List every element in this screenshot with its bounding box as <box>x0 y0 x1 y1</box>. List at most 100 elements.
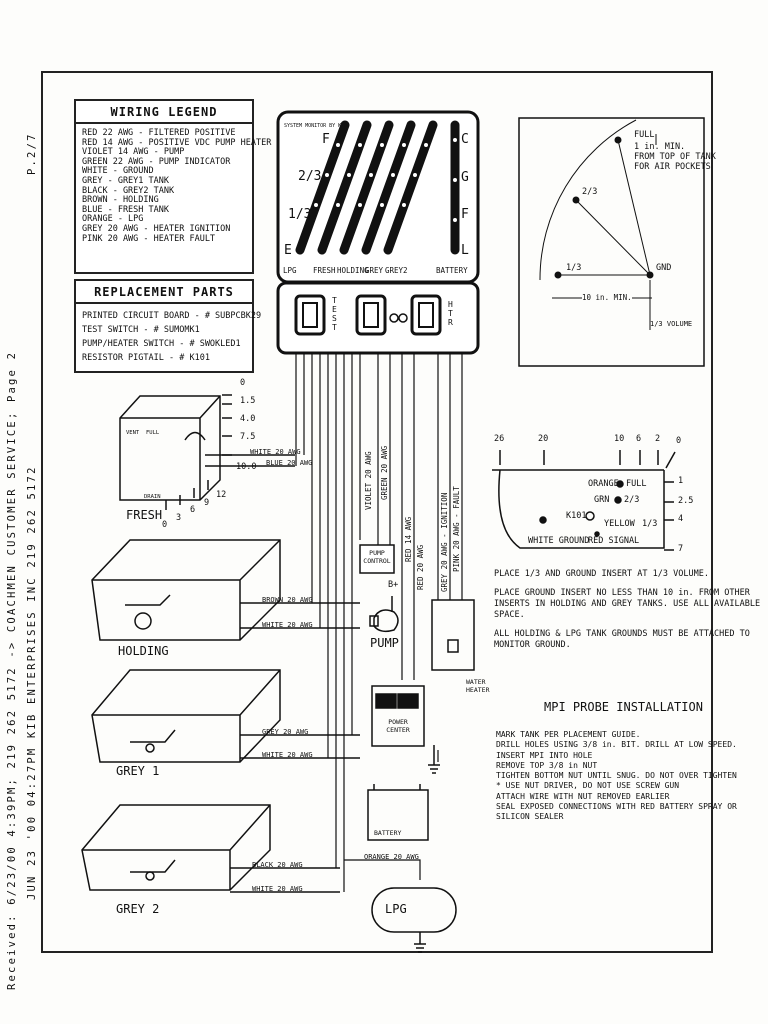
section-k101: K101 <box>566 511 587 521</box>
legend-line: PINK 20 AWG - HEATER FAULT <box>82 233 216 244</box>
section-scale-0: 0 <box>676 436 682 446</box>
section-white-ground: WHITE GROUND <box>528 536 590 546</box>
tank-section-drawing <box>492 450 676 551</box>
section-side-4: 4 <box>678 514 684 524</box>
lpg-label: LPG <box>385 902 407 916</box>
section-scale-20: 20 <box>538 434 549 444</box>
power-center-box <box>371 685 440 774</box>
section-scale-10: 10 <box>614 434 625 444</box>
fresh-wire-blue: BLUE 20 AWG <box>266 459 313 467</box>
fresh-tank-drawing <box>119 394 295 510</box>
placement-note: INSERTS IN HOLDING AND GREY TANKS. USE A… <box>494 599 761 609</box>
installation-step: TIGHTEN BOTTOM NUT UNTIL SNUG. DO NOT OV… <box>496 771 737 781</box>
probe-volume: 1/3 VOLUME <box>650 320 693 328</box>
section-side-7: 7 <box>678 544 684 554</box>
pump-label: PUMP <box>370 636 399 650</box>
fresh-scale-0: 0 <box>240 378 246 388</box>
svg-text:SYSTEM MONITOR BY KIB: SYSTEM MONITOR BY KIB <box>284 123 347 129</box>
battery-label: BATTERY <box>374 829 402 837</box>
installation-step: ATTACH WIRE WITH NUT REMOVED EARLIER <box>496 791 670 801</box>
section-red-signal: RED SIGNAL <box>588 536 640 546</box>
installation-step: SEAL EXPOSED CONNECTIONS WITH RED BATTER… <box>496 802 737 812</box>
probe-full-label: FULL <box>634 130 655 140</box>
replacement-parts-title: REPLACEMENT PARTS <box>76 281 252 304</box>
scale-2-3: 2/3 <box>298 169 322 184</box>
fresh-bottom-12: 12 <box>216 490 227 500</box>
holding-tank-drawing <box>91 539 360 641</box>
installation-title: MPI PROBE INSTALLATION <box>544 700 703 714</box>
wiring-legend: WIRING LEGEND RED 22 AWG - FILTERED POSI… <box>74 99 272 274</box>
placement-note: SPACE. <box>494 610 525 620</box>
legend-line: BLUE - FRESH TANK <box>82 204 169 215</box>
column-label-battery: BATTERY <box>436 266 468 275</box>
scale-1-3: 1/3 <box>288 207 312 222</box>
diagram-frame <box>41 71 713 953</box>
grey1-tank-drawing <box>91 669 360 763</box>
section-yellow: YELLOW <box>604 519 635 529</box>
legend-line: GREEN 22 AWG - PUMP INDICATOR <box>82 156 231 167</box>
grey2-tank-drawing <box>81 804 340 893</box>
water-heater-box <box>431 599 475 671</box>
column-label-holding: HOLDING <box>337 266 369 275</box>
probe-note-3: FOR AIR POCKETS <box>634 162 711 172</box>
wire-bundle <box>295 353 463 892</box>
fresh-full-label: FULL <box>146 430 160 436</box>
column-label-lpg: LPG <box>283 266 297 275</box>
probe-min-distance: 10 in. MIN. <box>582 293 632 303</box>
installation-step: SILICON SEALER <box>496 812 564 822</box>
legend-line: GREY - GREY1 TANK <box>82 175 169 186</box>
parts-line: TEST SWITCH - # SUMOMK1 <box>82 325 200 335</box>
parts-line: PUMP/HEATER SWITCH - # SWOKLED1 <box>82 339 241 349</box>
section-side-1: 1 <box>678 476 684 486</box>
legend-line: RED 22 AWG - FILTERED POSITIVE <box>82 128 236 138</box>
pump-drawing <box>369 596 399 633</box>
holding-wire-white: WHITE 20 AWG <box>262 621 313 629</box>
scale-l: L <box>461 243 469 258</box>
legend-line: GREY 20 AWG - HEATER IGNITION <box>82 223 231 234</box>
installation-step: MARK TANK PER PLACEMENT GUIDE. <box>496 730 641 739</box>
column-label-fresh: FRESH <box>313 266 336 275</box>
power-center-label: POWER CENTER <box>386 718 410 734</box>
placement-note: PLACE 1/3 AND GROUND INSERT AT 1/3 VOLUM… <box>494 569 709 579</box>
grey1-wire-white: WHITE 20 AWG <box>262 751 313 759</box>
grey1-tank-label: GREY 1 <box>116 764 160 778</box>
installation-step: DRILL HOLES USING 3/8 in. BIT. DRILL AT … <box>496 740 737 750</box>
fresh-bottom-6: 6 <box>190 505 196 515</box>
pump-control-box <box>359 544 395 574</box>
water-heater-label: WATER HEATER <box>466 678 490 694</box>
grey2-tank-label: GREY 2 <box>116 902 160 916</box>
grey1-wire-grey: GREY 20 AWG <box>262 728 309 736</box>
scale-f-right: F <box>461 207 469 222</box>
replacement-parts: REPLACEMENT PARTS PRINTED CIRCUIT BOARD … <box>74 279 262 373</box>
legend-line: VIOLET 14 AWG - PUMP <box>82 147 185 158</box>
section-full: FULL <box>626 479 647 489</box>
fresh-wire-white: WHITE 20 AWG <box>250 448 301 456</box>
grey2-wire-white: WHITE 20 AWG <box>252 885 303 893</box>
wiring-legend-title: WIRING LEGEND <box>76 101 252 124</box>
orange-wire-label: ORANGE 20 AWG <box>364 853 419 861</box>
lpg-tank-drawing <box>371 887 457 953</box>
probe-gnd: GND <box>656 263 672 273</box>
placement-note: PLACE GROUND INSERT NO LESS THAN 10 in. … <box>494 588 750 598</box>
holding-wire-brown: BROWN 20 AWG <box>262 596 313 604</box>
b-plus-label: B+ <box>388 580 399 590</box>
htr-switch-label: HTR <box>448 300 453 327</box>
scale-f: F <box>322 132 330 147</box>
fresh-bottom-9: 9 <box>204 498 210 508</box>
test-switch-label: TEST <box>332 296 337 332</box>
legend-line: BROWN - HOLDING <box>82 195 159 206</box>
section-orange: ORANGE <box>588 479 619 489</box>
scale-c: C <box>461 132 469 147</box>
parts-line: RESISTOR PIGTAIL - # K101 <box>82 353 210 363</box>
legend-line: RED 14 AWG - POSITIVE VDC PUMP HEATER <box>82 137 272 148</box>
probe-one-third: 1/3 <box>566 263 582 273</box>
scale-g: G <box>461 170 469 185</box>
placement-note: ALL HOLDING & LPG TANK GROUNDS MUST BE A… <box>494 629 750 639</box>
legend-line: WHITE - GROUND <box>82 166 154 177</box>
wiring-legend-lines: RED 22 AWG - FILTERED POSITIVE RED 14 AW… <box>76 124 272 249</box>
holding-tank-label: HOLDING <box>118 644 169 658</box>
battery-box <box>367 784 429 841</box>
parts-line: PRINTED CIRCUIT BOARD - # SUBPCBK29 <box>82 311 262 321</box>
